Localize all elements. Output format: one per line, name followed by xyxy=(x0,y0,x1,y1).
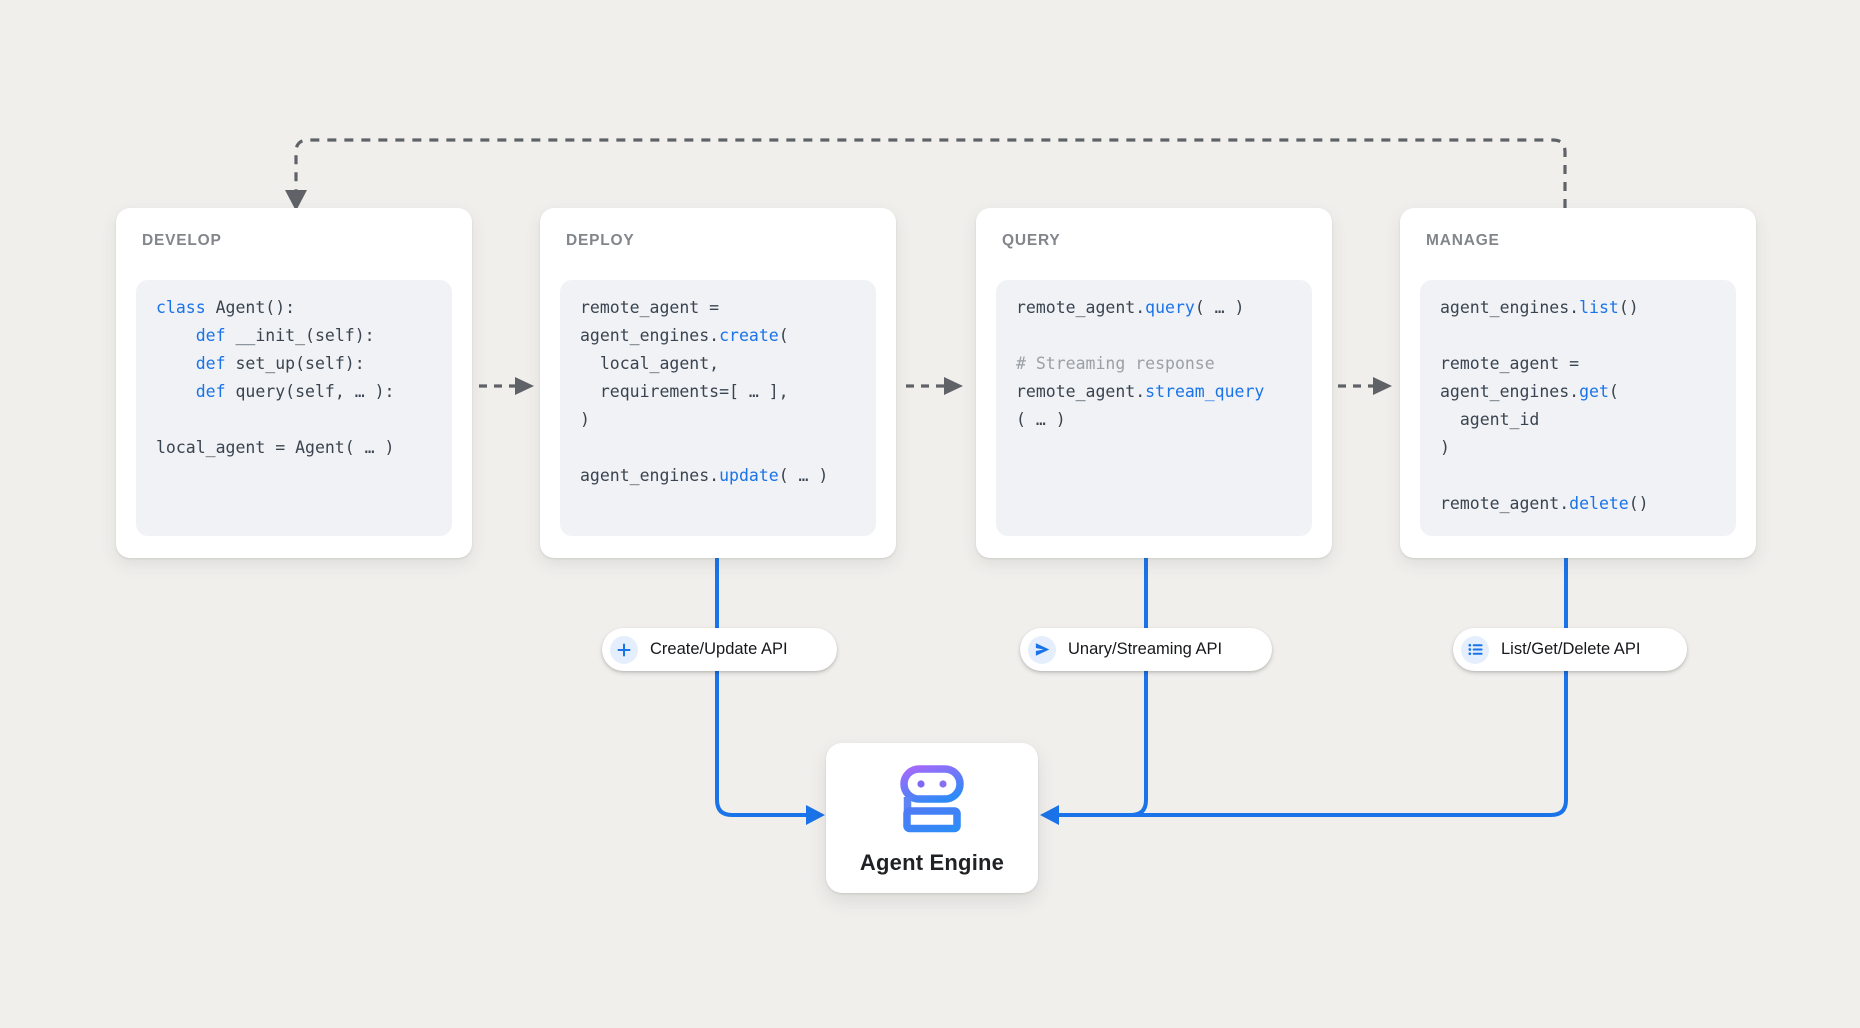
deploy-card: DEPLOY remote_agent = agent_engines.creat… xyxy=(540,208,896,558)
arrowhead-query-to-manage-icon xyxy=(1373,377,1392,395)
code-line: agent_engines.get( xyxy=(1440,382,1619,401)
line-deploy-to-engine xyxy=(715,556,806,817)
manage-card: MANAGE agent_engines.list() remote_agent… xyxy=(1400,208,1756,558)
code-line: class Agent(): xyxy=(156,298,296,317)
query-code-block: remote_agent.query( … ) # Streaming resp… xyxy=(996,280,1312,536)
arrowhead-into-engine-right-icon xyxy=(1040,805,1059,825)
code-line: agent_id xyxy=(1440,410,1540,429)
code-line: ( … ) xyxy=(1016,410,1066,429)
code-line: remote_agent = xyxy=(580,298,720,317)
loop-connector-dashed xyxy=(294,138,1567,208)
create-update-api-pill: Create/Update API xyxy=(602,628,837,671)
plus-icon xyxy=(610,635,638,664)
code-line: local_agent = Agent( … ) xyxy=(156,438,395,457)
code-line xyxy=(1016,322,1312,350)
arrowhead-develop-to-deploy-icon xyxy=(515,377,534,395)
query-card-title: QUERY xyxy=(1002,232,1061,249)
code-line: remote_agent.query( … ) xyxy=(1016,298,1245,317)
code-line xyxy=(156,406,452,434)
develop-card: DEVELOP class Agent(): def __init_(self)… xyxy=(116,208,472,558)
agent-engine-box: Agent Engine xyxy=(826,743,1038,893)
query-card: QUERY remote_agent.query( … ) # Streamin… xyxy=(976,208,1332,558)
manage-card-title: MANAGE xyxy=(1426,232,1500,249)
unary-streaming-api-pill: Unary/Streaming API xyxy=(1020,628,1272,671)
code-line: def __init_(self): xyxy=(195,326,375,345)
code-line: ) xyxy=(580,410,590,429)
code-line: remote_agent.stream_query xyxy=(1016,382,1265,401)
code-line: def set_up(self): xyxy=(195,354,365,373)
code-line: requirements=[ … ], xyxy=(580,382,789,401)
deploy-card-title: DEPLOY xyxy=(566,232,635,249)
code-line xyxy=(580,434,876,462)
code-line: remote_agent = xyxy=(1440,354,1580,373)
deploy-code-block: remote_agent = agent_engines.create( loca… xyxy=(560,280,876,536)
code-line xyxy=(1440,322,1736,350)
list-get-delete-api-label: List/Get/Delete API xyxy=(1501,640,1641,658)
send-icon xyxy=(1028,635,1056,664)
create-update-api-label: Create/Update API xyxy=(650,640,788,658)
robot-icon xyxy=(899,765,965,838)
code-line: ) xyxy=(1440,438,1450,457)
code-line: remote_agent.delete() xyxy=(1440,494,1649,513)
loop-arrowhead-down-icon xyxy=(285,190,307,211)
code-line: local_agent, xyxy=(580,354,720,373)
code-line: def query(self, … ): xyxy=(195,382,395,401)
arrowhead-deploy-to-query-icon xyxy=(944,377,963,395)
code-line xyxy=(1440,462,1736,490)
code-line: # Streaming response xyxy=(1016,354,1215,373)
agent-engine-label: Agent Engine xyxy=(859,850,1005,875)
code-line: agent_engines.update( … ) xyxy=(580,466,829,485)
develop-card-title: DEVELOP xyxy=(142,232,222,249)
unary-streaming-api-label: Unary/Streaming API xyxy=(1068,640,1223,658)
arrowhead-into-engine-left-icon xyxy=(806,805,825,825)
line-manage-to-engine xyxy=(1059,556,1568,817)
list-icon xyxy=(1461,635,1489,664)
develop-code-block: class Agent(): def __init_(self): def se… xyxy=(136,280,452,536)
line-query-to-engine xyxy=(1100,556,1148,817)
code-line: agent_engines.create( xyxy=(580,326,789,345)
manage-code-block: agent_engines.list() remote_agent = agent… xyxy=(1420,280,1736,536)
list-get-delete-api-pill: List/Get/Delete API xyxy=(1453,628,1687,671)
code-line: agent_engines.list() xyxy=(1440,298,1639,317)
